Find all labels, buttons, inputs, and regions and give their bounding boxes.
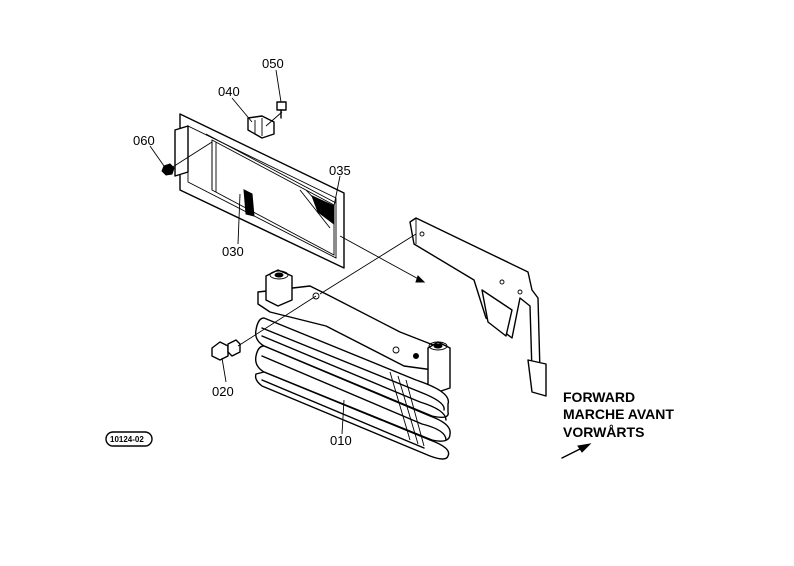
callout-030: 030: [222, 244, 244, 259]
mounting-bracket: [409, 217, 547, 397]
callout-060: 060: [133, 133, 155, 148]
figure-reference-text: 10124-02: [110, 435, 144, 444]
callout-020: 020: [212, 384, 234, 399]
screw-050: [276, 101, 287, 119]
callout-035: 035: [329, 163, 351, 178]
fitting-020: [211, 339, 241, 361]
direction-label-de: VORWÅRTS: [563, 424, 644, 440]
oil-cooler-010: [254, 269, 451, 460]
figure-reference: 10124-02: [105, 431, 153, 447]
clip-040: [247, 115, 275, 139]
forward-arrow-icon: [561, 443, 592, 459]
direction-label-fr: MARCHE AVANT: [563, 406, 674, 422]
callout-040: 040: [218, 84, 240, 99]
direction-label-en: FORWARD: [563, 389, 635, 405]
leader-lines: [149, 69, 426, 435]
callout-050: 050: [262, 56, 284, 71]
callout-010: 010: [330, 433, 352, 448]
